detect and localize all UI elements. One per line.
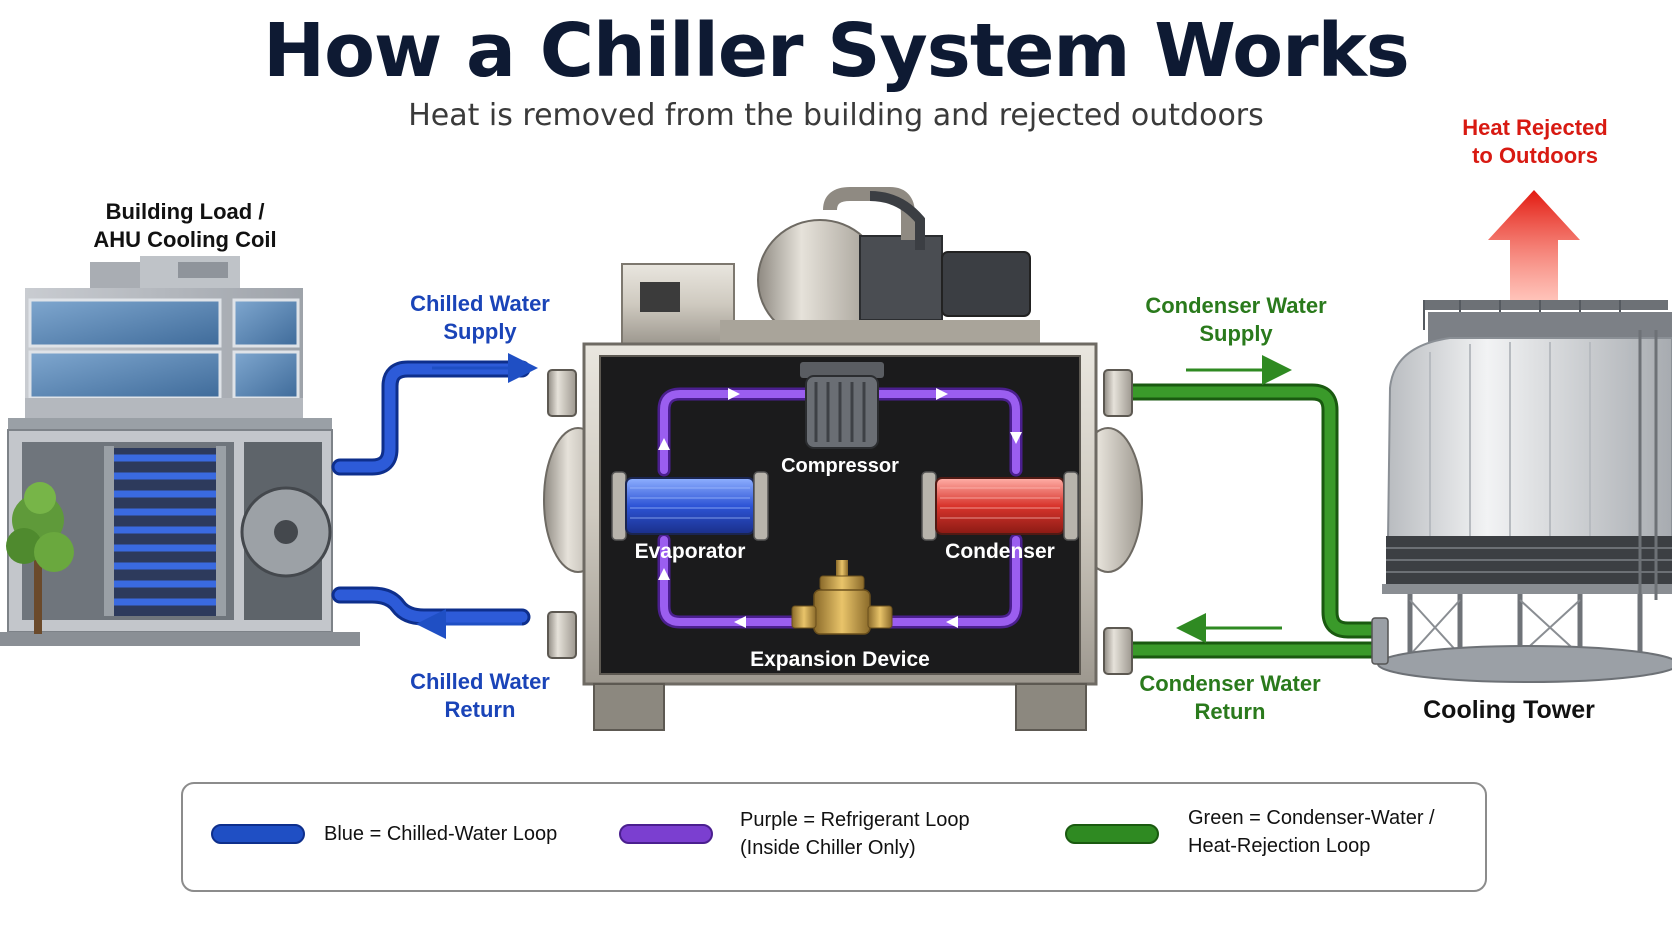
tree [6,482,74,634]
refrigerant-flow-arrows [658,388,1022,628]
expansion-device-component [791,560,893,635]
heat-rejected-arrow [1488,190,1580,300]
expansion-device-label: Expansion Device [750,648,930,671]
heat-rejected-label: Heat Rejected to Outdoors [1462,115,1608,168]
chilled-water-pipes [331,360,531,626]
page-title: How a Chiller System Works [263,8,1410,94]
condenser-water-supply-label: Condenser Water Supply [1145,293,1327,346]
compressor-label: Compressor [781,455,899,477]
evaporator-label: Evaporator [634,540,746,563]
condenser-component [921,471,1079,541]
legend-green-text: Green = Condenser-Water / Heat-Rejection… [1188,807,1435,857]
legend-blue-text: Blue = Chilled-Water Loop [324,823,558,845]
legend-box [181,782,1487,892]
building-load-label: Building Load / AHU Cooling Coil [93,199,277,252]
ahu-unit [0,418,360,646]
chilled-water-return-label: Chilled Water Return [410,669,550,722]
chilled-water-supply-label: Chilled Water Supply [410,291,550,344]
condenser-label: Condenser [945,540,1055,563]
legend-swatch-purple [619,824,713,844]
cooling-tower [1371,190,1672,683]
legend-swatch-blue [211,824,305,844]
condenser-water-pipes [1111,383,1389,659]
evaporator-component [611,471,769,541]
condenser-water-return-label: Condenser Water Return [1139,671,1321,724]
legend-purple-text: Purple = Refrigerant Loop (Inside Chille… [740,809,970,859]
page-subtitle: Heat is removed from the building and re… [408,98,1264,133]
cooling-tower-label: Cooling Tower [1423,696,1595,724]
legend-swatch-green [1065,824,1159,844]
compressor-component [800,362,884,449]
